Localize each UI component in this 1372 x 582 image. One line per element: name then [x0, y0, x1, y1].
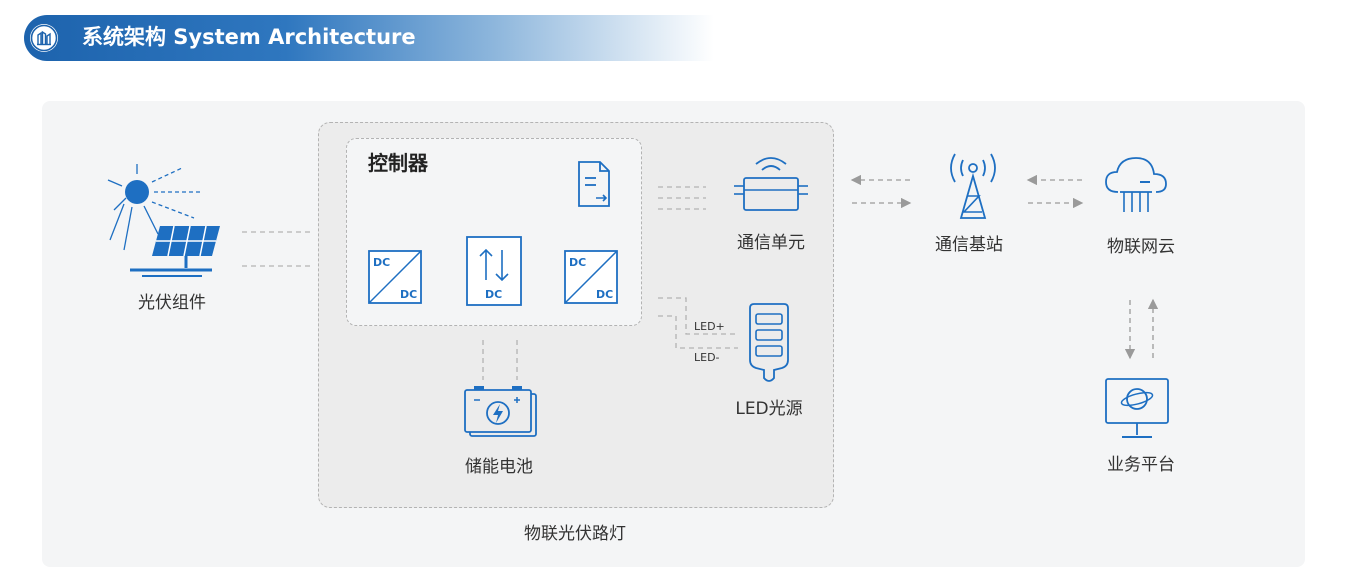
streetlight-label: 物联光伏路灯 [524, 524, 626, 544]
cloud-icon [1105, 157, 1167, 212]
base-station-icon [950, 153, 996, 219]
led-light-icon [749, 303, 789, 382]
comm-unit-label: 通信单元 [737, 233, 805, 253]
battery-label: 储能电池 [465, 457, 533, 477]
battery-icon [464, 386, 537, 437]
led-source-label: LED光源 [735, 399, 803, 419]
led-minus-line [658, 315, 738, 349]
business-platform-label: 业务平台 [1107, 455, 1175, 475]
dc-label: DC [485, 288, 503, 301]
led-minus-label: LED- [694, 351, 720, 364]
header-bar [24, 15, 714, 61]
solar-label: 光伏组件 [138, 293, 206, 313]
dc-label: DC [400, 288, 418, 301]
dc-label: DC [569, 256, 587, 269]
dc-dc-converter-icon [564, 250, 618, 304]
dc-label: DC [596, 288, 614, 301]
solar-panel-icon [107, 164, 220, 277]
dc-label: DC [373, 256, 391, 269]
communication-unit-icon [734, 157, 808, 211]
led-plus-line [658, 297, 738, 335]
page-title: 系统架构 System Architecture [82, 25, 416, 49]
dc-dc-converter-icon [368, 250, 422, 304]
led-plus-label: LED+ [694, 320, 725, 333]
document-icon [578, 161, 610, 207]
iot-cloud-label: 物联网云 [1107, 237, 1175, 257]
monitor-globe-icon [1105, 378, 1169, 438]
building-chart-icon [30, 24, 58, 52]
controller-label: 控制器 [368, 151, 428, 175]
base-station-label: 通信基站 [935, 235, 1003, 255]
bidirectional-dc-icon [466, 236, 522, 306]
